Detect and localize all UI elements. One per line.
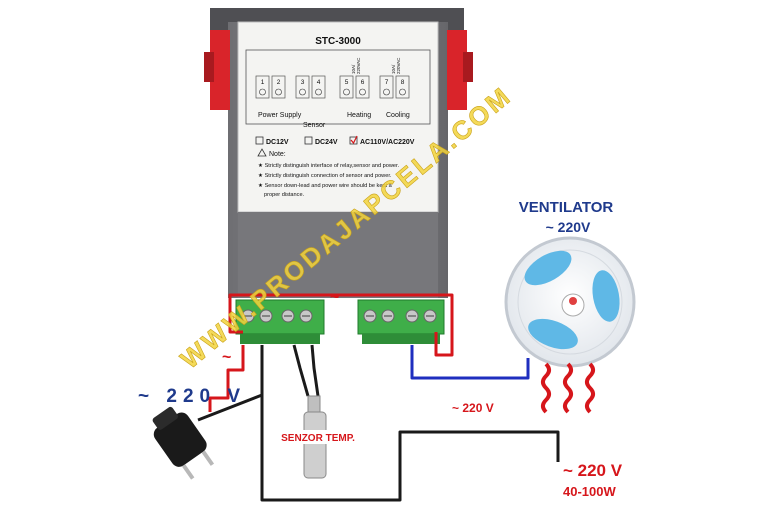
- terminal-cell: [339, 75, 354, 99]
- load-power-label: 40-100W: [563, 484, 616, 499]
- mount-clip-left-tab: [204, 52, 214, 82]
- checkbox-dc12v: [255, 136, 264, 145]
- tilde-mark-left: ~: [222, 349, 231, 366]
- sensor-label: SENZOR TEMP.: [281, 433, 355, 444]
- terminal-cell: [271, 75, 286, 99]
- terminal-screw-icon: [359, 88, 366, 96]
- model-name: STC-3000: [315, 36, 361, 47]
- terminal-cell: [395, 75, 410, 99]
- sensor-cable-sleeve: [307, 395, 321, 415]
- fan-blade-2: [592, 270, 620, 322]
- fan: [504, 236, 636, 368]
- sensor-label-bg: [280, 430, 356, 444]
- option-dc12v: DC12V: [266, 139, 289, 146]
- note-line-3: ★ Sensor down-lead and power wire should…: [258, 182, 393, 189]
- note-line-1: ★ Strictly distinguish interface of rela…: [258, 162, 400, 169]
- checkbox-dc24v: [304, 136, 313, 145]
- wire-black-neutral: [260, 395, 560, 502]
- terminal-screw-icon: [315, 88, 322, 96]
- plug-pin-left: [181, 464, 195, 480]
- terminal-screw-icon: [275, 88, 282, 96]
- fan-title: VENTILATOR: [519, 199, 614, 216]
- heat-wave-1: [541, 362, 551, 414]
- temperature-sensor: SENZOR TEMP.: [280, 395, 356, 479]
- load-voltage-label: ~ 220 V: [563, 461, 623, 480]
- terminal-screw-icon: [259, 88, 266, 96]
- fan-blade-1: [524, 250, 572, 286]
- note-line-4: proper distance.: [264, 192, 305, 198]
- label-heating: Heating: [347, 112, 371, 119]
- power-plug: [152, 406, 215, 480]
- plug-pin-right: [201, 450, 215, 466]
- terminal-number: 4: [317, 79, 321, 86]
- mount-clip-left: [210, 30, 230, 110]
- relay-rating: 10A/: [351, 64, 356, 74]
- terminal-cell: [379, 75, 394, 99]
- terminal-cell: [295, 75, 310, 99]
- wire-sensor-1: [292, 344, 310, 397]
- check-mark-icon: [350, 135, 358, 145]
- terminal-number: 3: [301, 79, 305, 86]
- label-sensor: Sensor: [303, 122, 326, 129]
- label-power-supply: Power Supply: [258, 112, 302, 119]
- fan-hub-logo: [569, 297, 577, 305]
- mount-clip-right: [447, 30, 467, 110]
- warning-icon: [257, 148, 267, 157]
- wire-blue-fan: [410, 345, 530, 380]
- terminal-block-left-base: [240, 334, 320, 344]
- terminal-number: 7: [385, 79, 389, 86]
- plug-body: [153, 412, 207, 467]
- option-dc24v: DC24V: [315, 139, 338, 146]
- terminal-map-frame: [245, 49, 431, 125]
- label-cooling: Cooling: [386, 112, 410, 119]
- wire-red-mains: [208, 345, 245, 412]
- terminal-screws: [241, 309, 437, 323]
- mains-voltage-label: ~ 220 V: [138, 386, 246, 407]
- heat-waves-icon: [541, 362, 595, 414]
- terminal-number: 2: [277, 79, 281, 86]
- checkbox-ac220v: [349, 136, 358, 145]
- terminal-cell: [255, 75, 270, 99]
- terminal-screw-icon: [383, 88, 390, 96]
- wire-sensor-2: [310, 344, 320, 397]
- sensor-probe: [303, 411, 327, 479]
- terminal-screw-icon: [343, 88, 350, 96]
- terminal-number: 5: [345, 79, 349, 86]
- relay-rating: 220VAC: [396, 57, 401, 74]
- label-sticker: [237, 21, 439, 213]
- wires: [197, 293, 560, 502]
- fan-guard-ring: [517, 249, 623, 355]
- terminal-cell: [311, 75, 326, 99]
- terminal-number: 6: [361, 79, 365, 86]
- terminal-cell: [355, 75, 370, 99]
- plug-collar: [152, 406, 178, 430]
- terminal-screw-icon: [299, 88, 306, 96]
- terminal-number: 8: [401, 79, 405, 86]
- fan-blade-3: [528, 318, 578, 350]
- note-line-2: ★ Strictly distinguish connection of sen…: [258, 172, 392, 179]
- relay-rating: 10A/: [391, 64, 396, 74]
- tilde-mark-top: ~: [330, 289, 339, 306]
- wire-red-bridge: [228, 293, 454, 357]
- fan-voltage: ~ 220V: [546, 219, 591, 235]
- controller-unit: [204, 8, 473, 298]
- heat-wave-3: [585, 362, 595, 414]
- mount-clip-right-tab: [463, 52, 473, 82]
- fan-feed-voltage-label: ~ 220 V: [452, 401, 494, 415]
- controller-lower-body: [238, 212, 438, 298]
- note-title: Note:: [269, 151, 286, 158]
- terminal-block-right-base: [362, 334, 440, 344]
- terminal-number: 1: [261, 79, 265, 86]
- terminal-screw-icon: [399, 88, 406, 96]
- option-ac220v: AC110V/AC220V: [360, 139, 415, 146]
- relay-rating: 220VAC: [356, 57, 361, 74]
- heat-wave-2: [563, 362, 573, 414]
